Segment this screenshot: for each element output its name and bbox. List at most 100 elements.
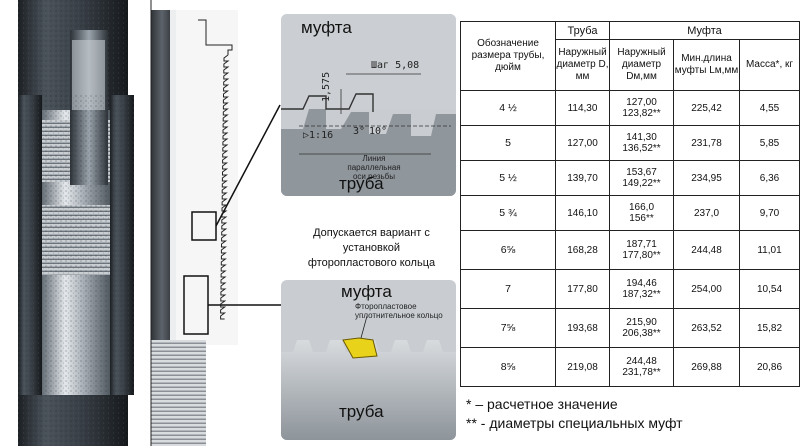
note-estimated: * – расчетное значение xyxy=(466,396,618,412)
pitch-label: Шаг 5,08 xyxy=(371,60,420,71)
parallel-line-label-2: оси резьбы xyxy=(352,172,396,181)
size-cell: 5 xyxy=(460,125,556,161)
mass-cell: 5,85 xyxy=(738,125,800,161)
header-coupling-od: Наружный диаметр Dм,мм xyxy=(609,39,674,91)
header-mass: Масса*, кг xyxy=(738,39,800,91)
header-group-coupling: Муфта xyxy=(608,21,800,40)
mass-cell: 9,70 xyxy=(738,195,800,231)
size-cell: 6⅝ xyxy=(460,230,556,270)
thread-detail-bottom: муфта Фторопластовое уплотнительное коль… xyxy=(281,280,456,440)
coupling-od-special: 231,78** xyxy=(622,367,661,378)
header-group-pipe: Труба xyxy=(555,21,610,40)
taper-value: 1:16 xyxy=(309,130,334,141)
min-length-cell: 263,52 xyxy=(673,308,740,348)
seal-ring-drawing xyxy=(281,315,456,440)
coupling-od-standard: 187,71 xyxy=(626,239,657,250)
callout-connectors xyxy=(183,104,284,335)
pipe-od-cell: 114,30 xyxy=(555,90,610,126)
header-pipe-od: Наружный диаметр D, мм xyxy=(555,39,610,91)
note-special-couplings: ** - диаметры специальных муфт xyxy=(466,415,683,431)
coupling-label-bottom: муфта xyxy=(341,282,392,301)
min-length-cell: 269,88 xyxy=(673,347,740,387)
casing-spec-table: Обозначение размера трубы, дюйм Труба Му… xyxy=(460,21,800,387)
min-length-cell: 244,48 xyxy=(673,230,740,270)
size-cell: 7 xyxy=(460,269,556,309)
header-min-length: Мин.длина муфты Lм,мм xyxy=(673,39,740,91)
caption-line-2: фторопластового кольца xyxy=(307,257,436,269)
coupling-label-top: муфта xyxy=(301,18,352,37)
coupling-od-standard: 244,48 xyxy=(626,356,657,367)
taper-label: ▷1:16 xyxy=(303,130,334,141)
min-length-cell: 254,00 xyxy=(673,269,740,309)
pipe-label-top: труба xyxy=(339,174,384,193)
parallel-line-label-1: Линия параллельная xyxy=(347,154,401,172)
coupling-od-standard: 153,67 xyxy=(626,167,657,178)
angle-right: 10° xyxy=(369,126,388,137)
pipe-label-bottom: труба xyxy=(339,402,384,421)
pipe-od-cell: 193,68 xyxy=(555,308,610,348)
coupling-od-special: 177,80** xyxy=(622,250,661,261)
coupling-od-special: 187,32** xyxy=(622,289,661,300)
min-length-cell: 225,42 xyxy=(673,90,740,126)
coupling-od-standard: 215,90 xyxy=(626,317,657,328)
min-length-cell: 231,78 xyxy=(673,125,740,161)
size-cell: 5 ½ xyxy=(460,160,556,196)
pipe-od-cell: 219,08 xyxy=(555,347,610,387)
pipe-coupling-illustration xyxy=(18,0,134,446)
pipe-od-cell: 146,10 xyxy=(555,195,610,231)
min-length-cell: 237,0 xyxy=(673,195,740,231)
coupling-od-special: 123,82** xyxy=(622,108,661,119)
height-label: 1,575 xyxy=(321,71,332,102)
cross-section-strip xyxy=(150,0,238,446)
ring-variant-caption: Допускается вариант с установкой фторопл… xyxy=(284,226,459,271)
seal-ring-label-2: уплотнительное кольцо xyxy=(355,311,443,320)
pipe-od-cell: 139,70 xyxy=(555,160,610,196)
mass-cell: 15,82 xyxy=(738,308,800,348)
coupling-od-special: 136,52** xyxy=(622,143,661,154)
caption-line-1: Допускается вариант с установкой xyxy=(313,227,430,254)
mass-cell: 6,36 xyxy=(738,160,800,196)
size-cell: 7⅝ xyxy=(460,308,556,348)
mass-cell: 4,55 xyxy=(738,90,800,126)
coupling-od-standard: 141,30 xyxy=(626,132,657,143)
coupling-od-standard: 194,46 xyxy=(626,278,657,289)
size-cell: 5 ¾ xyxy=(460,195,556,231)
size-cell: 8⅝ xyxy=(460,347,556,387)
mass-cell: 11,01 xyxy=(738,230,800,270)
min-length-cell: 234,95 xyxy=(673,160,740,196)
pipe-od-cell: 127,00 xyxy=(555,125,610,161)
coupling-od-special: 149,22** xyxy=(622,178,661,189)
parallel-line-label: Линия параллельная оси резьбы xyxy=(339,154,409,181)
header-size: Обозначение размера трубы, дюйм xyxy=(460,21,556,91)
thread-detail-top: муфта Шаг 5,08 1,575 ▷1:16 3° 10° Линия … xyxy=(281,14,456,196)
coupling-od-standard: 127,00 xyxy=(626,97,657,108)
angle-left: 3° xyxy=(353,126,366,137)
coupling-od-special: 156** xyxy=(629,213,654,224)
pipe-od-cell: 168,28 xyxy=(555,230,610,270)
size-cell: 4 ½ xyxy=(460,90,556,126)
mass-cell: 20,86 xyxy=(738,347,800,387)
thread-profile-drawing xyxy=(281,14,456,196)
coupling-od-special: 206,38** xyxy=(622,328,661,339)
pipe-od-cell: 177,80 xyxy=(555,269,610,309)
mass-cell: 10,54 xyxy=(738,269,800,309)
seal-ring-label: Фторопластовое уплотнительное кольцо xyxy=(355,302,443,320)
coupling-od-standard: 166,0 xyxy=(628,202,655,213)
